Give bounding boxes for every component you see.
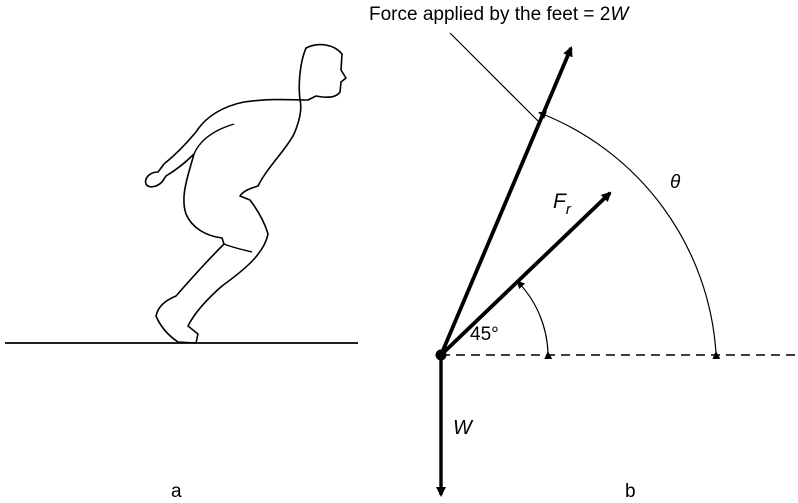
panel-a-label: a	[171, 481, 182, 502]
resultant-force-main: F	[553, 190, 567, 213]
angle-45-arc	[516, 280, 553, 360]
theta-label: θ	[670, 172, 681, 193]
perpendicular-reference-line	[449, 32, 539, 122]
feet-force-label-symbol: W	[610, 4, 630, 25]
weight-label: W	[453, 417, 474, 439]
origin-point	[435, 349, 447, 361]
feet-force-vector	[439, 46, 573, 356]
jumper-silhouette	[144, 43, 347, 344]
theta-angle-arc	[538, 111, 721, 360]
resultant-force-vector	[439, 191, 612, 357]
panel-b-label: b	[625, 481, 636, 502]
feet-force-label: Force applied by the feet = 2W	[369, 4, 630, 25]
jumper-arm-detail	[193, 123, 235, 155]
resultant-force-subscript: r	[566, 201, 572, 218]
angle-45-label: 45°	[470, 324, 499, 345]
feet-force-label-prefix: Force applied by the feet = 2	[369, 4, 610, 25]
resultant-force-label: Fr	[553, 190, 572, 218]
jumper-thigh-detail	[223, 243, 253, 253]
